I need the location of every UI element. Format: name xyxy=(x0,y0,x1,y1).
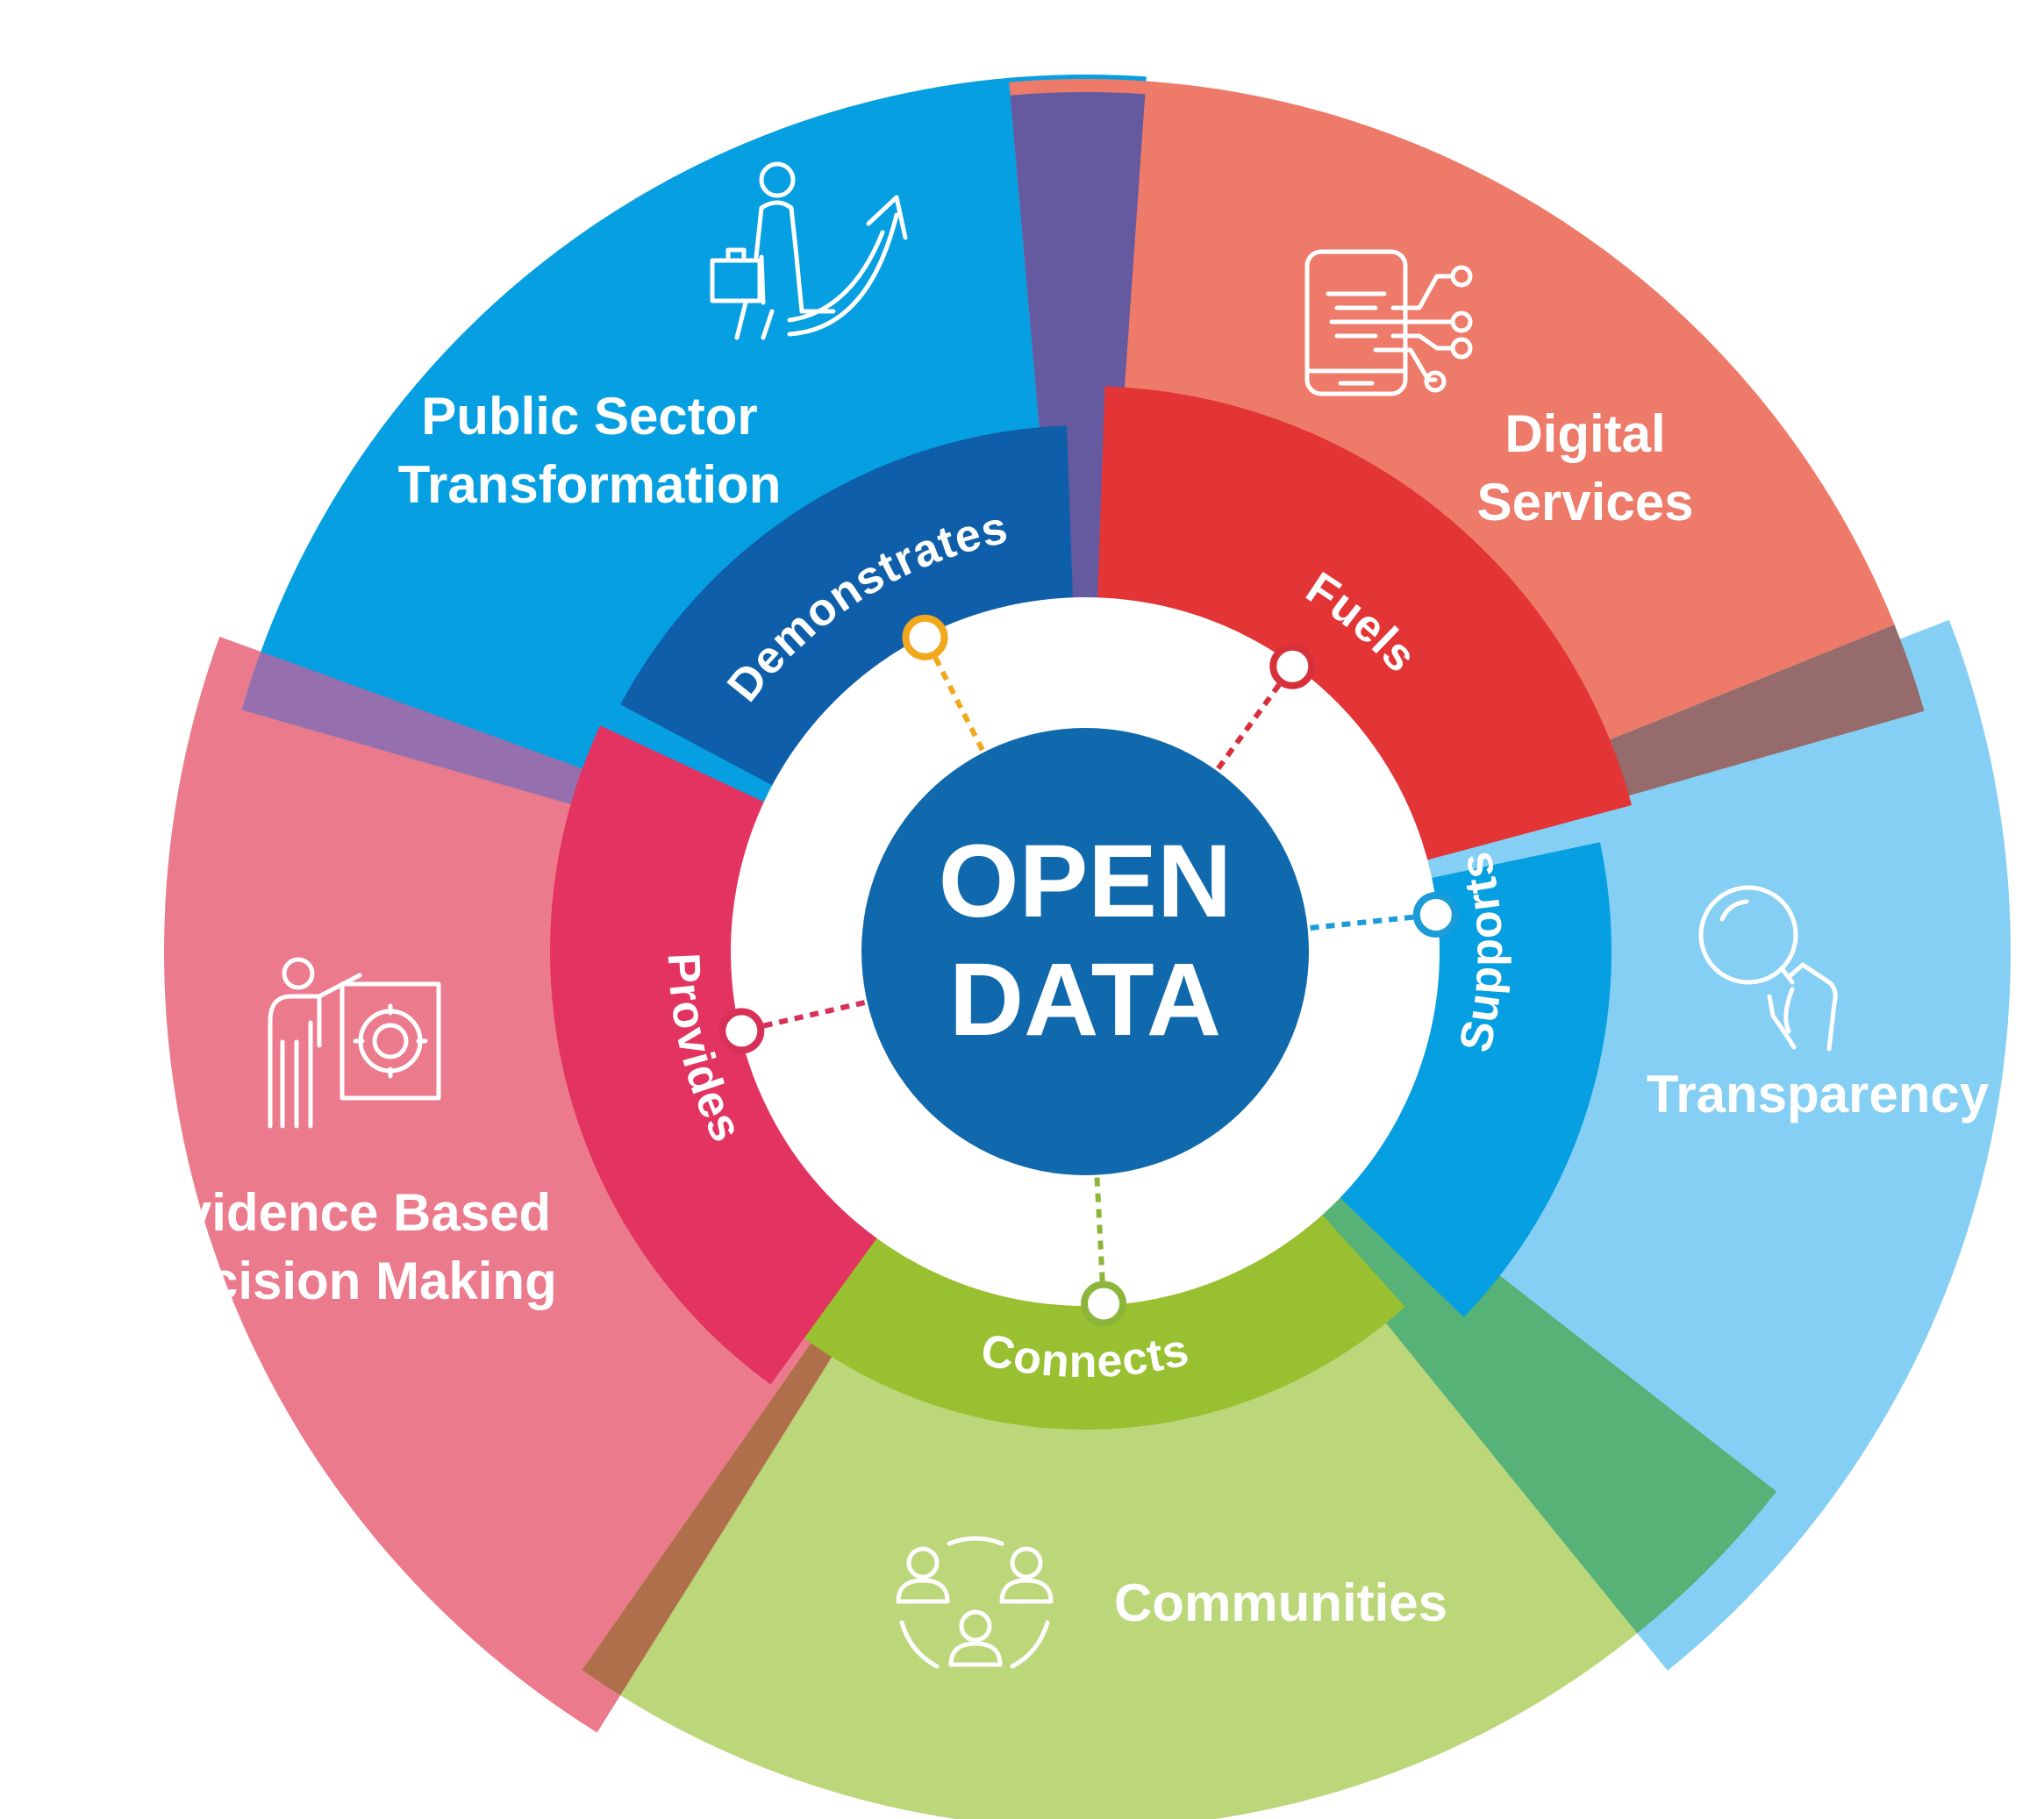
center-circle[interactable] xyxy=(861,728,1309,1175)
outer-label-communities: Communities xyxy=(1114,1573,1447,1632)
connector-supports xyxy=(1310,911,1437,931)
node-provides xyxy=(718,1008,765,1054)
outer-label-public-sector-line2: Transformation xyxy=(398,455,782,514)
center-label-line2: DATA xyxy=(949,942,1221,1058)
connector-provides xyxy=(740,1000,866,1034)
community-people-icon xyxy=(896,1536,1054,1669)
inner-sector-supports[interactable] xyxy=(1334,842,1612,1317)
node-fuels xyxy=(1269,643,1316,689)
node-supports xyxy=(1412,891,1459,938)
outer-label-public-sector-line1: Public Sector xyxy=(421,387,757,446)
smartphone-circuit-icon xyxy=(1304,249,1473,396)
person-climbing-arrow-icon xyxy=(710,161,908,340)
inner-sector-demonstrates[interactable] xyxy=(620,425,1074,789)
connectors xyxy=(718,614,1459,1327)
outer-label-digital-line1: Digital xyxy=(1504,404,1665,463)
inner-sector-provides[interactable] xyxy=(550,725,882,1385)
outer-label-transparency: Transparency xyxy=(1647,1065,1990,1124)
presenter-gear-icon xyxy=(268,957,441,1129)
outer-label-evidence-line1: Evidence Based xyxy=(147,1183,551,1242)
inner-sector-fuels[interactable] xyxy=(1097,386,1633,862)
connector-demonstrates xyxy=(922,636,985,752)
center-label-line1: OPEN xyxy=(939,824,1232,939)
outer-label-evidence-line2: Decision Making xyxy=(141,1252,556,1310)
node-demonstrates xyxy=(902,614,948,660)
overlap-transparency-communities xyxy=(1240,1102,1777,1634)
connector-fuels xyxy=(1216,665,1295,771)
outer-label-digital-line2: Services xyxy=(1477,473,1694,531)
connector-connects xyxy=(1094,1177,1107,1304)
magnifier-hand-icon xyxy=(1698,885,1838,1052)
node-connects xyxy=(1081,1280,1127,1327)
